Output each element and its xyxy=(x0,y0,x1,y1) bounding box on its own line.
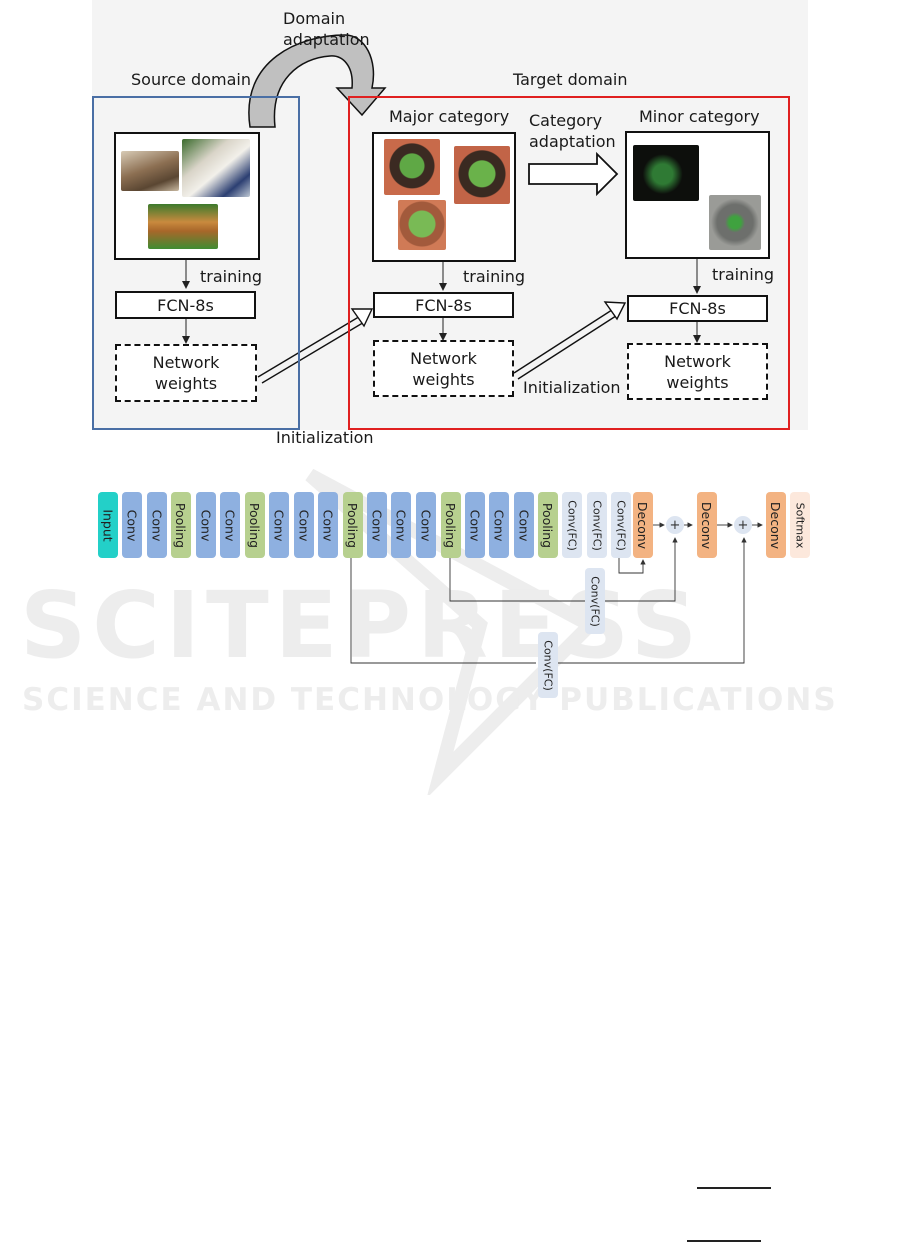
layer-label: Input xyxy=(100,508,116,542)
layer-label: Conv xyxy=(418,509,434,541)
plant-image-1 xyxy=(384,139,440,195)
layer-conv: Conv xyxy=(122,492,142,558)
layer-conv: Conv xyxy=(489,492,509,558)
tiger-image xyxy=(148,204,218,249)
fraction-bar-1 xyxy=(697,1187,771,1189)
watermark-sub: SCIENCE AND TECHNOLOGY PUBLICATIONS xyxy=(22,682,838,718)
fraction-bar-2 xyxy=(687,1240,761,1242)
network-weights-major: Network weights xyxy=(373,340,514,397)
layer-label: Pooling xyxy=(247,502,263,548)
layer-label: Conv xyxy=(222,509,238,541)
layer-label: Conv(FC) xyxy=(614,499,628,551)
layer-conv: Conv xyxy=(391,492,411,558)
layer-label: Conv xyxy=(393,509,409,541)
plus-icon: + xyxy=(666,516,684,534)
plant-image-gray xyxy=(709,195,761,250)
target-domain-border xyxy=(348,96,790,430)
layer-label: Softmax xyxy=(793,502,807,548)
layer-label: Conv xyxy=(491,509,507,541)
target-domain-label: Target domain xyxy=(513,70,628,89)
minor-category-image-panel xyxy=(625,131,770,259)
layer-skip-convfc: Conv(FC) xyxy=(538,632,558,698)
minor-category-label: Minor category xyxy=(639,107,760,126)
watermark-main: SCITEPRESS xyxy=(20,572,704,679)
layer-conv: Conv xyxy=(318,492,338,558)
plus-icon: + xyxy=(734,516,752,534)
football-image xyxy=(182,139,250,197)
layer-conv: Conv xyxy=(147,492,167,558)
layer-conv: Conv xyxy=(294,492,314,558)
network-weights-source: Network weights xyxy=(115,344,257,402)
layer-conv: Conv xyxy=(465,492,485,558)
plus-symbol: + xyxy=(669,517,681,533)
layer-label: Pooling xyxy=(540,502,556,548)
fcn-box-source: FCN-8s xyxy=(115,291,256,319)
plant-image-dark xyxy=(633,145,699,201)
fcn-box-minor: FCN-8s xyxy=(627,295,768,322)
layer-label: Conv xyxy=(467,509,483,541)
layer-label: Conv(FC) xyxy=(541,639,555,691)
layer-label: Pooling xyxy=(345,502,361,548)
source-domain-label: Source domain xyxy=(131,70,251,89)
layer-label: Deconv xyxy=(768,501,784,549)
layer-pooling: Pooling xyxy=(441,492,461,558)
layer-conv: Conv xyxy=(416,492,436,558)
layer-label: Conv xyxy=(149,509,165,541)
layer-convfc: Conv(FC) xyxy=(611,492,631,558)
layer-conv: Conv xyxy=(196,492,216,558)
major-category-image-panel xyxy=(372,132,516,262)
network-weights-minor: Network weights xyxy=(627,343,768,400)
layer-label: Conv xyxy=(369,509,385,541)
network-connections xyxy=(350,522,763,664)
domain-adaptation-label: Domain adaptation xyxy=(283,9,370,49)
layer-label: Conv(FC) xyxy=(590,499,604,551)
layer-label: Conv xyxy=(296,509,312,541)
layer-label: Deconv xyxy=(635,501,651,549)
layer-pooling: Pooling xyxy=(171,492,191,558)
fcn-box-major: FCN-8s xyxy=(373,292,514,318)
plant-image-2 xyxy=(454,146,510,204)
layer-deconv: Deconv xyxy=(697,492,717,558)
layer-softmax: Softmax xyxy=(790,492,810,558)
training-label-major: training xyxy=(463,267,525,286)
layer-label: Conv xyxy=(198,509,214,541)
major-category-label: Major category xyxy=(389,107,510,126)
training-label-minor: training xyxy=(712,265,774,284)
layer-label: Conv xyxy=(516,509,532,541)
layer-convfc: Conv(FC) xyxy=(587,492,607,558)
layer-pooling: Pooling xyxy=(343,492,363,558)
layer-label: Pooling xyxy=(443,502,459,548)
layer-label: Pooling xyxy=(173,502,189,548)
layer-label: Conv xyxy=(320,509,336,541)
layer-deconv: Deconv xyxy=(633,492,653,558)
initialization-label-source: Initialization xyxy=(276,428,374,447)
layer-skip-convfc: Conv(FC) xyxy=(585,568,605,634)
layer-conv: Conv xyxy=(514,492,534,558)
layer-label: Conv xyxy=(271,509,287,541)
source-domain-border xyxy=(92,96,300,430)
layer-label: Deconv xyxy=(699,501,715,549)
layer-conv: Conv xyxy=(220,492,240,558)
layer-conv: Conv xyxy=(367,492,387,558)
layer-label: Conv xyxy=(124,509,140,541)
initialization-label-target: Initialization xyxy=(523,378,621,397)
layer-conv: Conv xyxy=(269,492,289,558)
layer-label: Conv(FC) xyxy=(588,575,602,627)
layer-deconv: Deconv xyxy=(766,492,786,558)
source-image-panel xyxy=(114,132,260,260)
layer-input: Input xyxy=(98,492,118,558)
top-diagram-arrows xyxy=(182,34,701,384)
rock-image xyxy=(121,151,179,191)
plus-symbol: + xyxy=(737,517,749,533)
training-label-source: training xyxy=(200,267,262,286)
layer-label: Conv(FC) xyxy=(565,499,579,551)
category-adaptation-label: Category adaptation xyxy=(529,111,616,151)
layer-pooling: Pooling xyxy=(538,492,558,558)
layer-convfc: Conv(FC) xyxy=(562,492,582,558)
watermark-logo-icon xyxy=(305,468,602,795)
plant-image-3 xyxy=(398,200,446,250)
layer-pooling: Pooling xyxy=(245,492,265,558)
